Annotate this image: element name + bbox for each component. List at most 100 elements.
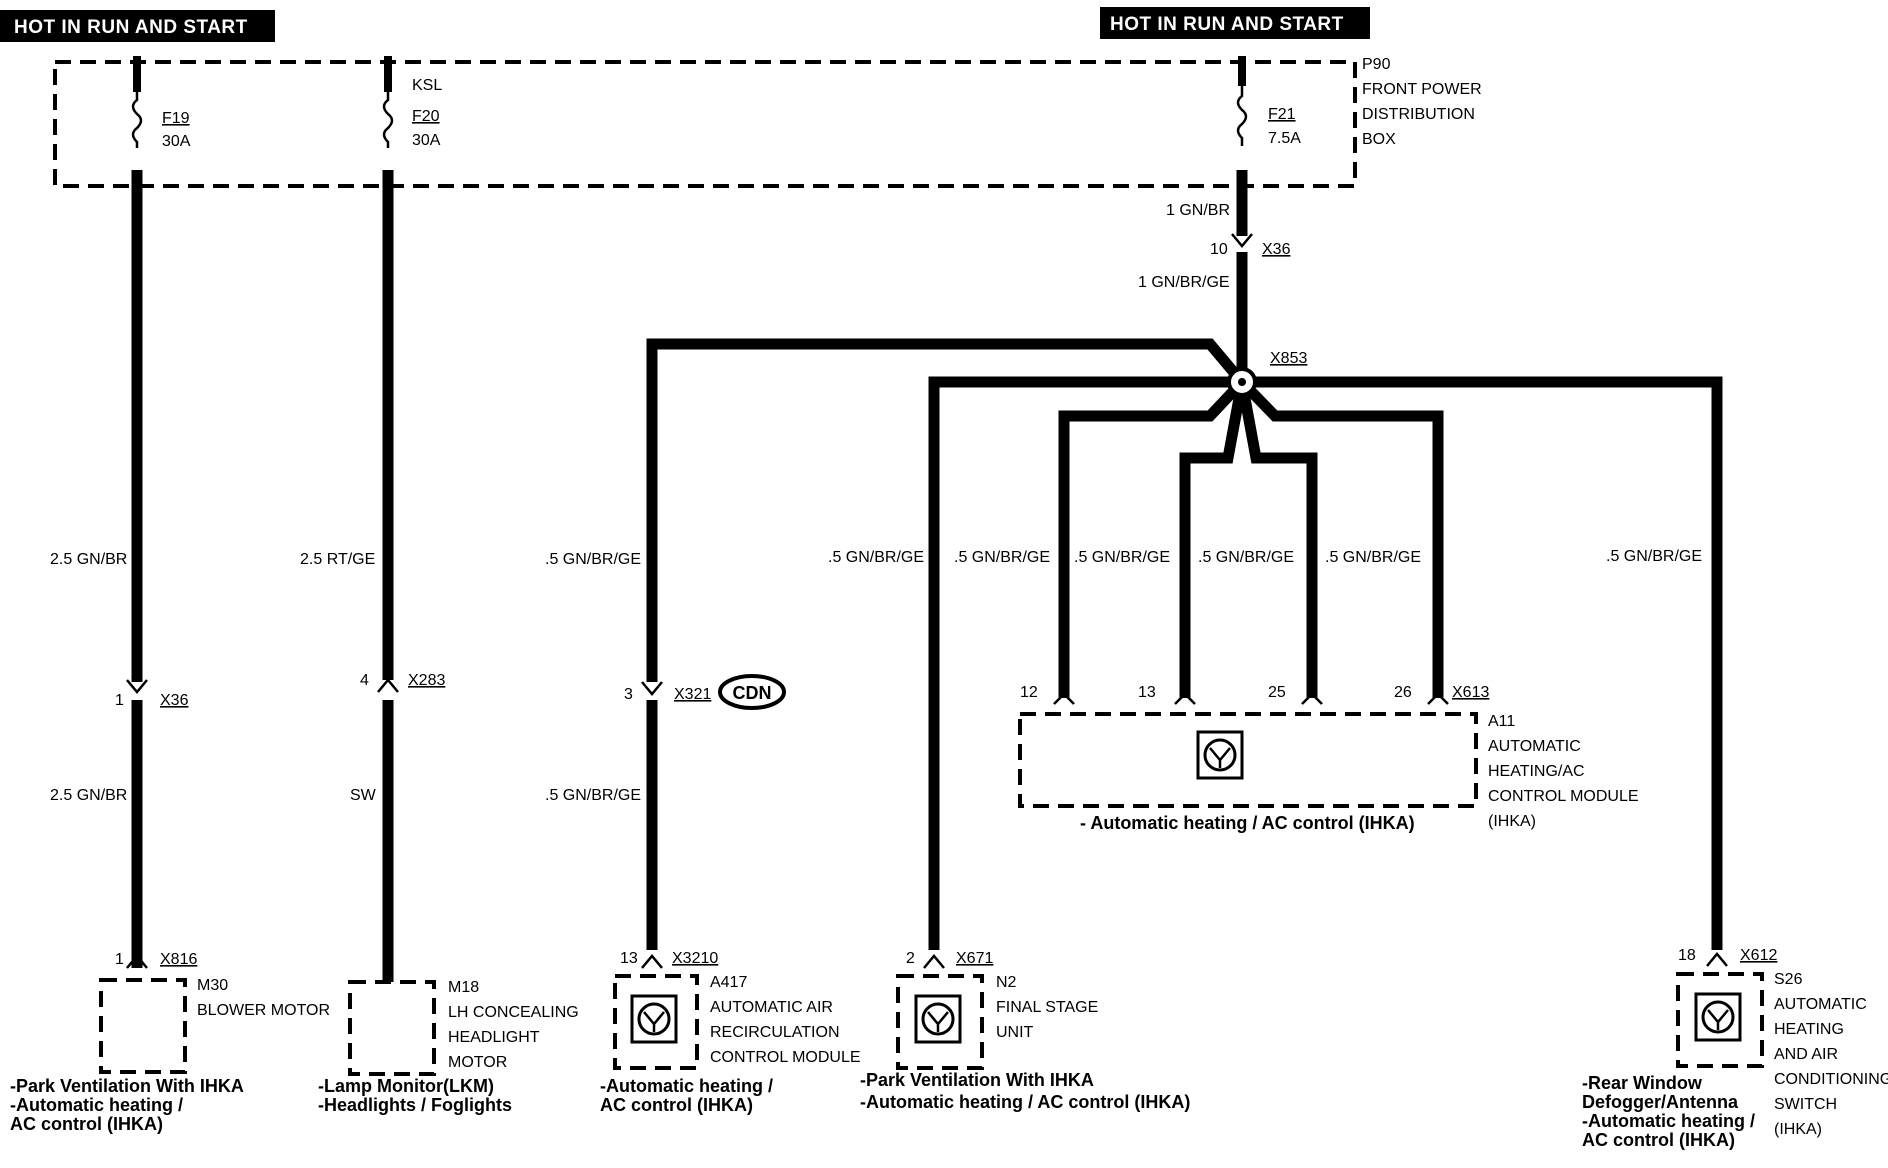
x613-pin-13: 13 [1138,684,1156,701]
fuse-box-line2: DISTRIBUTION [1362,106,1475,123]
component-s26-l3: AND AIR [1774,1046,1838,1063]
component-m18-outline [348,980,436,1076]
wire-branch-n2 [928,376,1242,950]
fuse-f20-element [382,92,394,148]
component-m18-l2: HEADLIGHT [448,1029,540,1046]
connector-x36-b-pin: 10 [1210,241,1228,258]
module-a11-outline [1018,712,1478,808]
note-a11-0: - Automatic heating / AC control (IHKA) [1080,813,1415,833]
wire-label-b4: .5 GN/BR/GE [1198,549,1294,566]
component-n2-l1: FINAL STAGE [996,999,1098,1016]
component-m30-outline [99,978,187,1074]
wire-label-f21-out: 1 GN/BR [1166,202,1230,219]
module-a11-l4: (IHKA) [1488,813,1536,830]
x613-pin-26: 26 [1394,684,1412,701]
note-m30-1: -Automatic heating / [10,1095,183,1115]
splice-x853-center [1238,378,1246,386]
note-n2-0: -Park Ventilation With IHKA [860,1070,1094,1090]
fuse-f21-terminal [1238,56,1246,86]
splice-x853-id: X853 [1270,350,1307,367]
fuse-f21-rating: 7.5A [1268,130,1301,147]
header-right-text: HOT IN RUN AND START [1110,14,1344,35]
wire-branch-pin13 [1179,381,1248,698]
cdn-badge-text: CDN [733,683,772,703]
wire-label-w3-bot: .5 GN/BR/GE [545,787,641,804]
connector-x321-symbol [641,681,663,696]
wire-label-b6: .5 GN/BR/GE [1606,548,1702,565]
module-a11-l1: AUTOMATIC [1488,738,1581,755]
header-banner-left [0,10,275,42]
component-s26-l2: HEATING [1774,1021,1844,1038]
connector-x612-symbol [1706,952,1728,967]
fuse-f20-id: F20 [412,108,440,125]
component-a417-symbol-icon [637,1002,671,1036]
connector-x816-id: X816 [160,951,197,968]
fuse-f20-terminal [384,56,392,92]
wire-branch-pin25 [1236,381,1318,698]
note-m30-2: AC control (IHKA) [10,1114,163,1134]
note-a417-1: AC control (IHKA) [600,1095,753,1115]
component-a417-id: A417 [710,974,747,991]
note-a417-0: -Automatic heating / [600,1076,773,1096]
ksl-label: KSL [412,77,442,94]
connector-x36-a-id: X36 [160,692,189,709]
connector-x3210-symbol [641,954,663,969]
connector-x612-pin: 18 [1678,947,1696,964]
fuse-f19-terminal [133,56,141,92]
module-a11-id: A11 [1488,713,1515,730]
connector-x816-symbol [126,954,148,969]
wire-label-b5: .5 GN/BR/GE [1325,549,1421,566]
header-banner-right [1100,7,1370,39]
connector-x321-id: X321 [674,686,711,703]
module-a11-l2: HEATING/AC [1488,763,1585,780]
connector-x321-pin: 3 [624,686,633,703]
wire-label-w1-bot: 2.5 GN/BR [50,787,127,804]
component-n2-id: N2 [996,974,1017,991]
connector-x3210-id: X3210 [672,950,718,967]
connector-x36-a-pin: 1 [115,692,124,709]
component-s26-l5: SWITCH [1774,1096,1837,1113]
cdn-badge [718,674,786,710]
connector-x283-pin: 4 [360,672,369,689]
component-m30-name: BLOWER MOTOR [197,1002,330,1019]
module-a11-symbol-icon [1203,738,1237,772]
component-a417-l2: RECIRCULATION [710,1024,840,1041]
component-a417-l3: CONTROL MODULE [710,1049,861,1066]
wire-label-w3-top: .5 GN/BR/GE [545,551,641,568]
connector-x612-id: X612 [1740,947,1777,964]
fuse-f21-id: F21 [1268,106,1296,123]
connector-x613-pin26 [1427,692,1449,705]
note-s26-2: -Automatic heating / [1582,1111,1755,1131]
component-a417-symbol-mark [643,1011,665,1032]
wire-branch-pin26 [1238,378,1444,698]
component-m18-l1: LH CONCEALING [448,1004,579,1021]
connector-x613-pin13 [1174,692,1196,705]
wire-label-b1: .5 GN/BR/GE [828,549,924,566]
x613-pin-25: 25 [1268,684,1286,701]
note-m30-0: -Park Ventilation With IHKA [10,1076,244,1096]
component-n2-symbol-mark [927,1011,949,1032]
wire-label-w2-top: 2.5 RT/GE [300,551,375,568]
connector-x36-b-id: X36 [1262,241,1291,258]
note-m18-1: -Headlights / Foglights [318,1095,512,1115]
note-s26-3: AC control (IHKA) [1582,1130,1735,1150]
fuse-box-line1: FRONT POWER [1362,81,1482,98]
connector-x671-symbol [923,954,945,969]
wire-branch-s26 [1242,376,1723,950]
connector-x671-id: X671 [956,950,993,967]
connector-x3210-pin: 13 [620,950,638,967]
wire-label-x36-out: 1 GN/BR/GE [1138,274,1230,291]
connector-x283-id: X283 [408,672,445,689]
fuse-f19-id: F19 [162,110,190,127]
component-s26-l1: AUTOMATIC [1774,996,1867,1013]
connector-x613-pin12 [1053,692,1075,705]
wire-branch-x321 [646,338,1247,682]
note-m18-0: -Lamp Monitor(LKM) [318,1076,494,1096]
note-s26-1: Defogger/Antenna [1582,1092,1739,1112]
wire-label-b2: .5 GN/BR/GE [954,549,1050,566]
connector-x36-b-symbol [1231,233,1253,248]
note-s26-0: -Rear Window [1582,1073,1703,1093]
x613-pin-12: 12 [1020,684,1038,701]
header-left-text: HOT IN RUN AND START [14,17,248,38]
component-m18-l3: MOTOR [448,1054,507,1071]
